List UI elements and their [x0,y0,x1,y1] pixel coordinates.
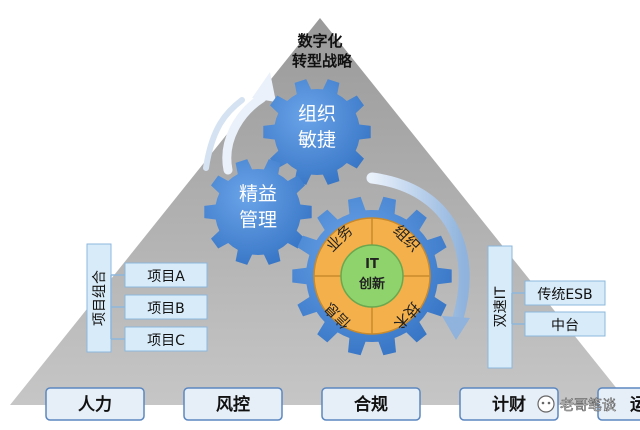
bottom-label-1: 人力 [78,394,112,415]
left-item-a: 项目A [147,269,185,285]
bottom-box-4 [459,387,559,421]
right-panel: 双速IT 传统ESB 中台 [487,245,606,369]
right-item-esb-box [524,280,606,306]
innovation-center-line-1: IT [365,257,379,272]
bottom-label-2: 风控 [216,394,250,415]
bottom-label-3: 合规 [354,394,388,415]
arrow-lean-to-agile [222,93,267,175]
wechat-icon-dot-1 [541,401,545,405]
bottom-box-5 [597,387,640,421]
gear-agile-line-1: 组织 [298,103,336,125]
gear-agile-shape [263,79,371,185]
right-item-zhongtai-box [524,311,606,337]
right-item-zhongtai: 中台 [551,318,579,334]
bottom-box-3 [321,387,421,421]
gear-lean: 精益 管理 [204,159,312,265]
arrow-around-innovation [366,172,470,324]
right-panel-label: 双速IT [493,286,509,327]
left-item-b-box [124,294,208,320]
title-line-2: 转型战略 [292,52,353,70]
gear-lean-line-1: 精益 [239,183,277,205]
arrow-head-around-innovation [442,316,470,340]
wechat-icon-dot-2 [547,401,551,405]
left-panel: 项目组合 项目A 项目B 项目C [86,243,208,353]
gear-innovation: IT 创新 业务 组织 信息 技术 [292,196,452,356]
left-item-c: 项目C [147,333,185,349]
left-item-a-box [124,262,208,288]
bottom-bar: 人力 风控 合规 计财 运营 [45,387,640,421]
gear-lean-line-2: 管理 [239,209,277,231]
gear-lean-shape [204,159,312,265]
left-item-b: 项目B [147,301,185,317]
title-line-1: 数字化 [297,32,342,50]
bottom-box-1 [45,387,145,421]
bottom-box-2 [183,387,283,421]
left-item-c-box [124,326,208,352]
bottom-label-5: 运营 [630,394,640,415]
arrow-upper-left [203,97,245,171]
watermark-text: 老哥笔谈 [560,398,616,414]
left-panel-label-box [86,243,112,353]
gear-agile-line-2: 敏捷 [298,129,336,151]
right-item-esb: 传统ESB [537,287,592,303]
arrow-head-lean-to-agile [252,72,276,102]
wechat-icon-bubble [537,395,555,413]
innovation-center-line-2: 创新 [358,276,385,292]
bottom-label-4: 计财 [492,394,526,415]
right-panel-label-box [487,245,513,369]
gear-agile: 组织 敏捷 [263,79,371,185]
watermark: 老哥笔谈 [537,395,616,414]
innovation-center [340,244,404,308]
left-panel-label: 项目组合 [92,270,108,326]
